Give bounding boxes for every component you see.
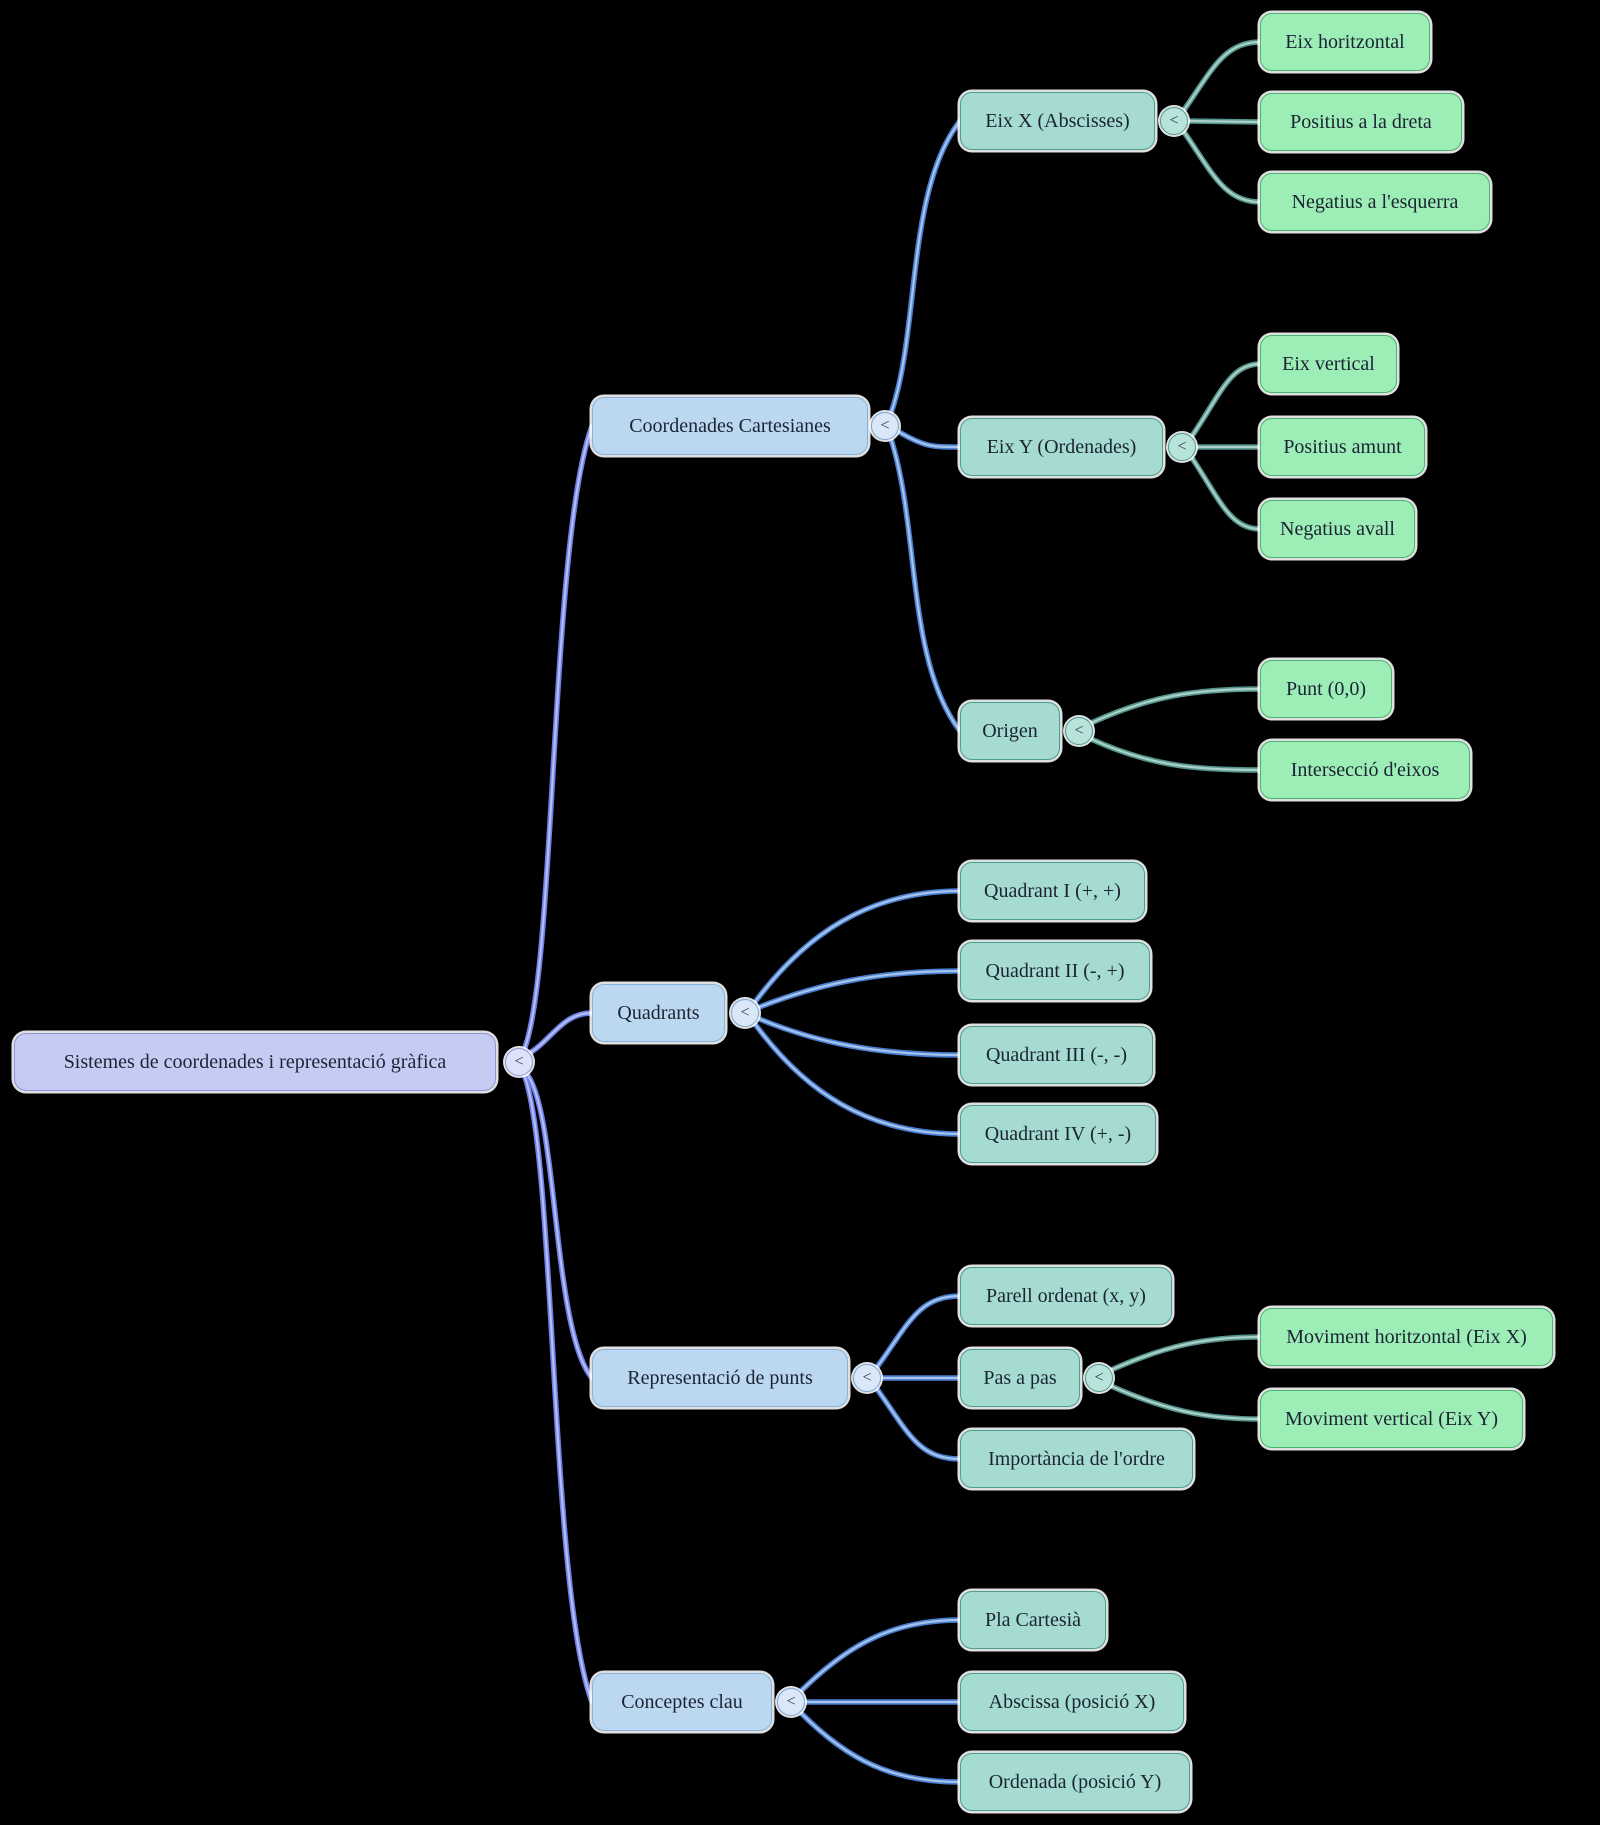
node-importancia-ordre[interactable]: Importància de l'ordre xyxy=(960,1430,1193,1488)
node-moviment-horitzontal[interactable]: Moviment horitzontal (Eix X) xyxy=(1260,1308,1553,1366)
node-label: Origen xyxy=(982,719,1038,742)
node-origen[interactable]: Origen xyxy=(960,702,1060,760)
node-eix-horitzontal[interactable]: Eix horitzontal xyxy=(1260,13,1430,71)
node-punt-0-0[interactable]: Punt (0,0) xyxy=(1260,660,1392,718)
collapse-glyph: < xyxy=(740,1004,750,1021)
node-label: Moviment vertical (Eix Y) xyxy=(1284,1407,1499,1430)
node-interseccio-eixos[interactable]: Intersecció d'eixos xyxy=(1260,741,1470,799)
node-moviment-vertical[interactable]: Moviment vertical (Eix Y) xyxy=(1260,1390,1523,1448)
root-edges-outer xyxy=(524,426,592,1702)
node-eix-vertical[interactable]: Eix vertical xyxy=(1260,335,1397,393)
collapse-toggle-root[interactable]: < xyxy=(505,1048,533,1076)
node-parell-ordenat[interactable]: Parell ordenat (x, y) xyxy=(960,1267,1172,1325)
collapse-toggle-origen[interactable]: < xyxy=(1065,717,1093,745)
node-representacio-punts[interactable]: Representació de punts xyxy=(592,1349,848,1407)
collapse-toggle-representacio[interactable]: < xyxy=(853,1364,881,1392)
node-label: Quadrant I (+, +) xyxy=(984,879,1121,902)
node-coordenades-cartesianes[interactable]: Coordenades Cartesianes xyxy=(592,397,868,455)
node-abscissa[interactable]: Abscissa (posició X) xyxy=(960,1673,1184,1731)
node-label: Pla Cartesià xyxy=(984,1608,1082,1631)
node-label: Negatius avall xyxy=(1280,517,1395,540)
node-negatius-avall[interactable]: Negatius avall xyxy=(1260,500,1415,558)
collapse-glyph: < xyxy=(1169,112,1179,129)
node-positius-amunt[interactable]: Positius amunt xyxy=(1260,418,1425,476)
collapse-toggle-conceptes[interactable]: < xyxy=(777,1688,805,1716)
node-eix-y[interactable]: Eix Y (Ordenades) xyxy=(960,418,1163,476)
node-label: Conceptes clau xyxy=(621,1690,743,1713)
node-pla-cartesia[interactable]: Pla Cartesià xyxy=(960,1591,1106,1649)
collapse-toggle-eix-x[interactable]: < xyxy=(1160,107,1188,135)
node-quadrant-i[interactable]: Quadrant I (+, +) xyxy=(960,862,1145,920)
collapse-glyph: < xyxy=(862,1369,872,1386)
node-label: Punt (0,0) xyxy=(1286,677,1366,700)
collapse-toggle-coordenades[interactable]: < xyxy=(871,412,899,440)
level1-edges-outer xyxy=(755,121,960,1782)
node-quadrant-iv[interactable]: Quadrant IV (+, -) xyxy=(960,1105,1156,1163)
node-label: Positius amunt xyxy=(1283,435,1402,458)
node-label: Quadrant III (-, -) xyxy=(985,1043,1128,1066)
node-label: Negatius a l'esquerra xyxy=(1291,190,1459,213)
node-negatius-esquerra[interactable]: Negatius a l'esquerra xyxy=(1260,173,1490,231)
node-label: Eix vertical xyxy=(1282,352,1375,375)
level2-edges-outer xyxy=(1091,42,1260,1419)
node-label: Importància de l'ordre xyxy=(988,1447,1165,1470)
collapse-toggle-eix-y[interactable]: < xyxy=(1168,433,1196,461)
node-pas-a-pas[interactable]: Pas a pas xyxy=(960,1349,1080,1407)
node-label: Moviment horitzontal (Eix X) xyxy=(1286,1325,1527,1348)
collapse-glyph: < xyxy=(786,1693,796,1710)
node-label: Intersecció d'eixos xyxy=(1290,758,1440,781)
node-label: Ordenada (posició Y) xyxy=(988,1770,1162,1793)
node-conceptes-clau[interactable]: Conceptes clau xyxy=(592,1673,772,1731)
node-eix-x[interactable]: Eix X (Abscisses) xyxy=(960,92,1155,150)
level2-edges-inner xyxy=(1089,40,1262,1421)
node-root[interactable]: Sistemes de coordenades i representació … xyxy=(14,1033,496,1091)
collapse-glyph: < xyxy=(1074,722,1084,739)
node-label: Sistemes de coordenades i representació … xyxy=(63,1050,447,1073)
level1-edges-inner xyxy=(753,119,962,1784)
node-label: Parell ordenat (x, y) xyxy=(986,1284,1146,1307)
collapse-toggle-quadrants[interactable]: < xyxy=(731,999,759,1027)
node-label: Eix horitzontal xyxy=(1285,30,1405,53)
node-label: Quadrants xyxy=(617,1001,700,1024)
node-quadrants[interactable]: Quadrants xyxy=(592,984,725,1042)
node-positius-dreta[interactable]: Positius a la dreta xyxy=(1260,93,1462,151)
node-quadrant-iii[interactable]: Quadrant III (-, -) xyxy=(960,1026,1153,1084)
node-label: Quadrant IV (+, -) xyxy=(984,1122,1132,1145)
collapse-glyph: < xyxy=(880,417,890,434)
node-label: Eix Y (Ordenades) xyxy=(986,435,1137,458)
node-label: Pas a pas xyxy=(983,1366,1057,1389)
node-label: Positius a la dreta xyxy=(1290,110,1432,133)
node-label: Coordenades Cartesianes xyxy=(629,414,831,437)
node-label: Quadrant II (-, +) xyxy=(985,959,1125,982)
collapse-glyph: < xyxy=(514,1053,524,1070)
node-quadrant-ii[interactable]: Quadrant II (-, +) xyxy=(960,942,1150,1000)
collapse-glyph: < xyxy=(1094,1369,1104,1386)
node-label: Abscissa (posició X) xyxy=(988,1690,1156,1713)
collapse-toggle-pas-a-pas[interactable]: < xyxy=(1085,1364,1113,1392)
node-label: Eix X (Abscisses) xyxy=(985,109,1130,132)
node-ordenada[interactable]: Ordenada (posició Y) xyxy=(960,1753,1190,1811)
collapse-glyph: < xyxy=(1177,438,1187,455)
root-edges-inner xyxy=(522,424,594,1704)
node-label: Representació de punts xyxy=(627,1366,813,1389)
